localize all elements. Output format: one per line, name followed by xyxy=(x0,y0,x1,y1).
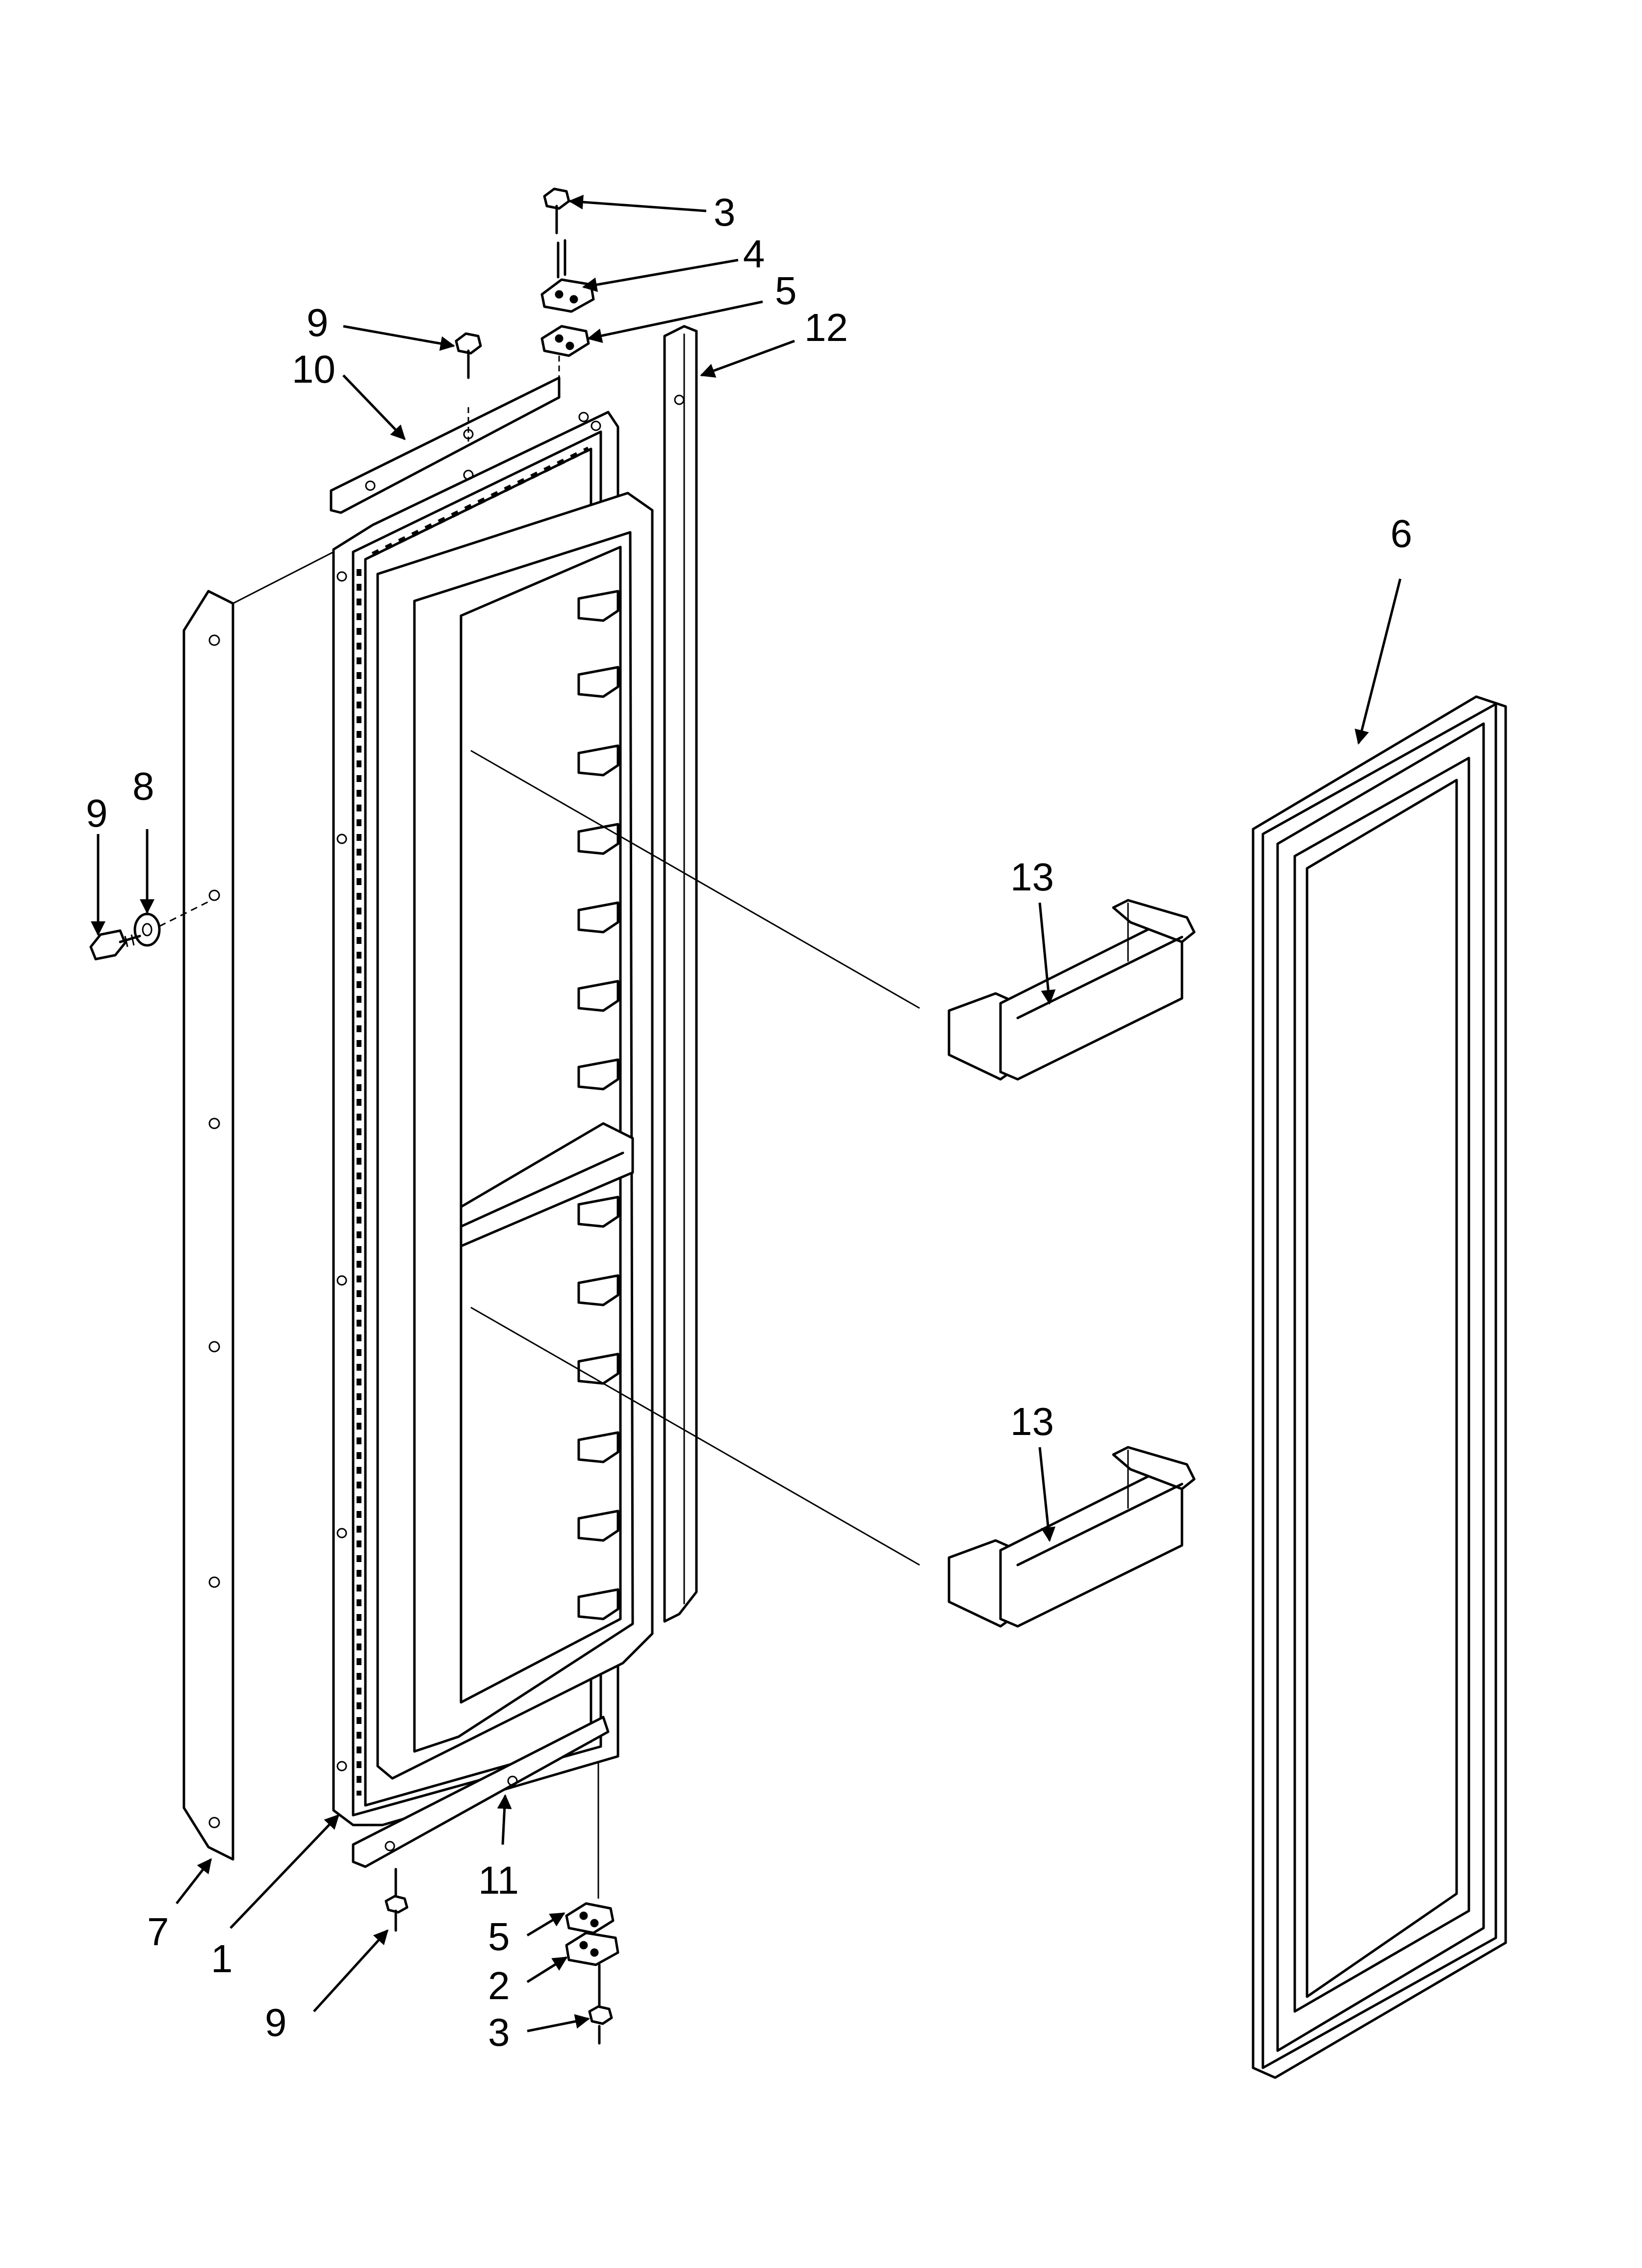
leader-lines xyxy=(91,194,1402,2033)
callout-1: 1 xyxy=(211,1937,233,1981)
callout-13-top: 13 xyxy=(1010,855,1054,899)
callout-5-top: 5 xyxy=(775,269,797,313)
callout-2: 2 xyxy=(488,1964,510,2007)
top-hinge-assembly xyxy=(455,187,595,397)
callout-11: 11 xyxy=(478,1858,519,1902)
callout-13-bottom: 13 xyxy=(1010,1400,1054,1443)
bin-connector-bottom xyxy=(470,1306,920,1566)
callout-3-bottom: 3 xyxy=(488,2010,510,2054)
bottom-bracket-11 xyxy=(352,1716,610,1899)
callout-7: 7 xyxy=(147,1910,169,1954)
top-bracket-10 xyxy=(330,376,561,514)
washer-8 xyxy=(133,901,209,947)
callout-5-bottom: 5 xyxy=(488,1915,510,1958)
callout-4-top: 4 xyxy=(743,232,765,276)
callout-labels: 3 4 5 9 10 12 6 9 8 13 13 7 1 11 5 2 9 3 xyxy=(86,190,1412,2054)
callout-9-bottom: 9 xyxy=(265,2001,287,2044)
trim-strip-12 xyxy=(663,325,698,1623)
callout-9-top: 9 xyxy=(307,301,329,344)
trim-strip-7 xyxy=(182,548,339,1861)
bin-connector-top xyxy=(470,750,920,1009)
callout-9-left: 9 xyxy=(86,791,108,835)
door-panel-1 xyxy=(332,411,654,1826)
door-gasket-6 xyxy=(1252,695,1507,2079)
callout-8: 8 xyxy=(132,764,154,808)
screw-9-left xyxy=(89,929,141,961)
callout-6: 6 xyxy=(1390,512,1412,555)
door-bin-13-top xyxy=(948,899,1196,1081)
door-bin-13-bottom xyxy=(948,1446,1196,1628)
bin-tabs xyxy=(577,590,619,1620)
callout-12: 12 xyxy=(804,306,848,349)
callout-10: 10 xyxy=(292,347,335,391)
callout-3-top: 3 xyxy=(714,190,736,234)
bottom-hinge-assembly xyxy=(385,1868,619,2045)
